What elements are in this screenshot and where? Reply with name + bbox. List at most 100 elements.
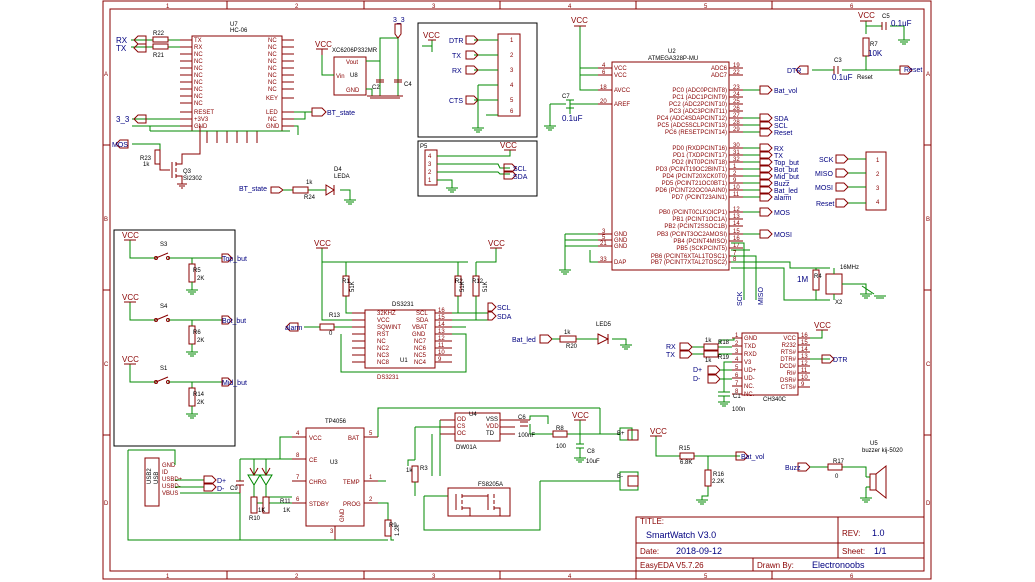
- switch-contact[interactable]: [155, 376, 169, 383]
- battery-protection[interactable]: U4 DW01A OD CS OC VSS VDD TD C6 100nF R8…: [406, 408, 639, 531]
- pin-label: NC: [268, 45, 277, 51]
- buttons-section[interactable]: VCCS3R52KTop_butVCCS4R62KBot_butVCCS1R14…: [113, 229, 247, 447]
- pin-label: SQWINT: [377, 325, 401, 331]
- component-ref: U5: [870, 441, 878, 447]
- i2c-header-p5[interactable]: P5 4 3 2 1 VCC SCL SDA: [417, 140, 538, 197]
- microcontroller[interactable]: U2 ATMEGA328P-MU 4 VCC 6 VCC 18 AVCC 20 …: [598, 49, 799, 271]
- pin-num: 2: [876, 172, 880, 178]
- pin-label: PB5 (SCKPCINT5): [676, 246, 727, 252]
- battery-minus-label: B-: [617, 474, 623, 480]
- component-name: TP4056: [325, 419, 347, 425]
- net-label-tx: TX: [116, 44, 127, 53]
- pin-num: 2: [733, 171, 737, 177]
- pin-label: PD5 (PCINT21OC0BT1): [662, 181, 727, 187]
- buzzer[interactable]: Buzz R17 0 U5 buzzer kij-5020: [785, 441, 903, 503]
- voltage-regulator[interactable]: XC6206P332MR U8 Vout Vin GND VCC 3_3 C2 …: [315, 17, 412, 99]
- component-value: 51K: [350, 281, 356, 292]
- component-name: DW01A: [456, 445, 477, 451]
- pin-label: OC: [457, 431, 467, 437]
- net-label-miso: MISO: [758, 287, 765, 305]
- bluetooth-module[interactable]: U7 HC-06 TX RX NC NC NC NC NC NC NC NC R…: [180, 22, 294, 143]
- programming-header[interactable]: VCC DTR TX RX CTS 1 2 3 4 5 6: [417, 22, 538, 138]
- switch-pin: [154, 380, 158, 384]
- pin-label: NC4: [414, 360, 427, 366]
- pin-label: PB3 (PCINT3OC2AMOSI): [657, 232, 727, 238]
- net-label: SDA: [774, 116, 789, 123]
- pin-label: PC2 (ADC2PCINT10): [669, 102, 727, 108]
- pin-label: NC2: [377, 346, 390, 352]
- vcc-label: VCC: [858, 11, 875, 20]
- component-value: 10K: [868, 49, 883, 58]
- pin-label: PB2 (PCINT2SSOC1B): [664, 224, 727, 230]
- pin-num: 6: [602, 70, 606, 76]
- component-ref: R12: [472, 279, 484, 285]
- pin-num: 12: [438, 336, 445, 342]
- charger-ic[interactable]: TP4056 U3 4 VCC 8 CE 7 CHRG 6 STDBY 5 BA…: [292, 419, 378, 540]
- pin-label: SDA: [416, 318, 428, 324]
- vcc-label: VCC: [314, 239, 331, 248]
- pin-num: 1: [428, 178, 432, 184]
- net-label-scl: SCL: [497, 305, 511, 312]
- pin-label: PC1 (ADC1PCINT9): [672, 95, 727, 101]
- column-label: 3: [432, 574, 436, 580]
- pin-label: NC: [268, 117, 277, 123]
- pin-label: NC: [194, 73, 203, 79]
- pin-label: Vout: [346, 60, 358, 66]
- vcc-label: VCC: [122, 355, 139, 364]
- net-label-scl: SCL: [513, 166, 527, 173]
- column-label: 5: [704, 4, 708, 10]
- isp-header[interactable]: 1 2 3 4 SCK MISO MOSI Reset: [815, 151, 887, 211]
- pin-label: 32KHZ: [377, 311, 396, 317]
- switch-pin: [154, 256, 158, 260]
- pin-label: STDBY: [309, 502, 329, 508]
- net-label: Buzz: [774, 181, 790, 188]
- column-label: 4: [568, 574, 572, 580]
- net-label: Mid_but: [222, 380, 247, 387]
- pin-num: 4: [602, 63, 606, 69]
- pin-label: PB1 (PCINT1OC1A): [672, 217, 727, 223]
- pin-label: Vin: [336, 74, 345, 80]
- component-ref: C7: [562, 94, 570, 100]
- pin-label: AVCC: [614, 88, 631, 94]
- net-label-rx: RX: [452, 68, 462, 75]
- date-value: 2018-09-12: [676, 546, 722, 556]
- title-label: TITLE:: [640, 517, 664, 526]
- net-label-dtr: DTR: [787, 68, 801, 75]
- component-ref: C6: [518, 415, 526, 421]
- switch-contact[interactable]: [155, 252, 169, 259]
- component-value: 1k: [406, 468, 413, 474]
- pin-label: GND: [412, 332, 426, 338]
- pin-num: 30: [733, 143, 740, 149]
- pin-label: PB4 (PCINT4MISO): [673, 239, 727, 245]
- rtc-module[interactable]: DS3231 U1 DS3231 32KHZ VCC SQWINT RST NC…: [352, 302, 452, 381]
- vcc-label: VCC: [122, 293, 139, 302]
- pin-num: 8: [733, 257, 737, 263]
- pin-num: 15: [801, 340, 808, 346]
- component-name: HC-06: [230, 28, 248, 34]
- switch-ref: S3: [160, 242, 168, 248]
- net-flag: [759, 85, 773, 95]
- net-label: Bat_vol: [774, 88, 798, 95]
- resistor-r21: [152, 43, 169, 50]
- component-value: 0.1uF: [832, 73, 853, 82]
- pin-num: 8: [735, 389, 739, 395]
- component-value: 1k: [705, 358, 712, 364]
- pin-label: NC3: [377, 353, 390, 359]
- component-value: 51K: [460, 281, 466, 292]
- pin-label: GND: [744, 336, 758, 342]
- usb-connector[interactable]: USB2 USB GND ID USBD+ USBD- VBUS: [144, 457, 183, 507]
- rtc-left-pins: 32KHZ VCC SQWINT RST NC NC2 NC3 NC8: [352, 311, 401, 366]
- pin-num: 29: [733, 127, 740, 133]
- switch-ref: S1: [160, 366, 168, 372]
- switch-contact[interactable]: [155, 314, 169, 321]
- component-ref: R4: [814, 274, 822, 280]
- net-label: Bat_led: [774, 188, 798, 195]
- pin-label: NC6: [414, 346, 427, 352]
- pin-label: VCC: [783, 336, 796, 342]
- pin-label: SCL: [416, 311, 428, 317]
- pin-label: NC: [268, 73, 277, 79]
- component-ref: U4: [469, 412, 477, 418]
- net-label-sck: SCK: [737, 291, 744, 306]
